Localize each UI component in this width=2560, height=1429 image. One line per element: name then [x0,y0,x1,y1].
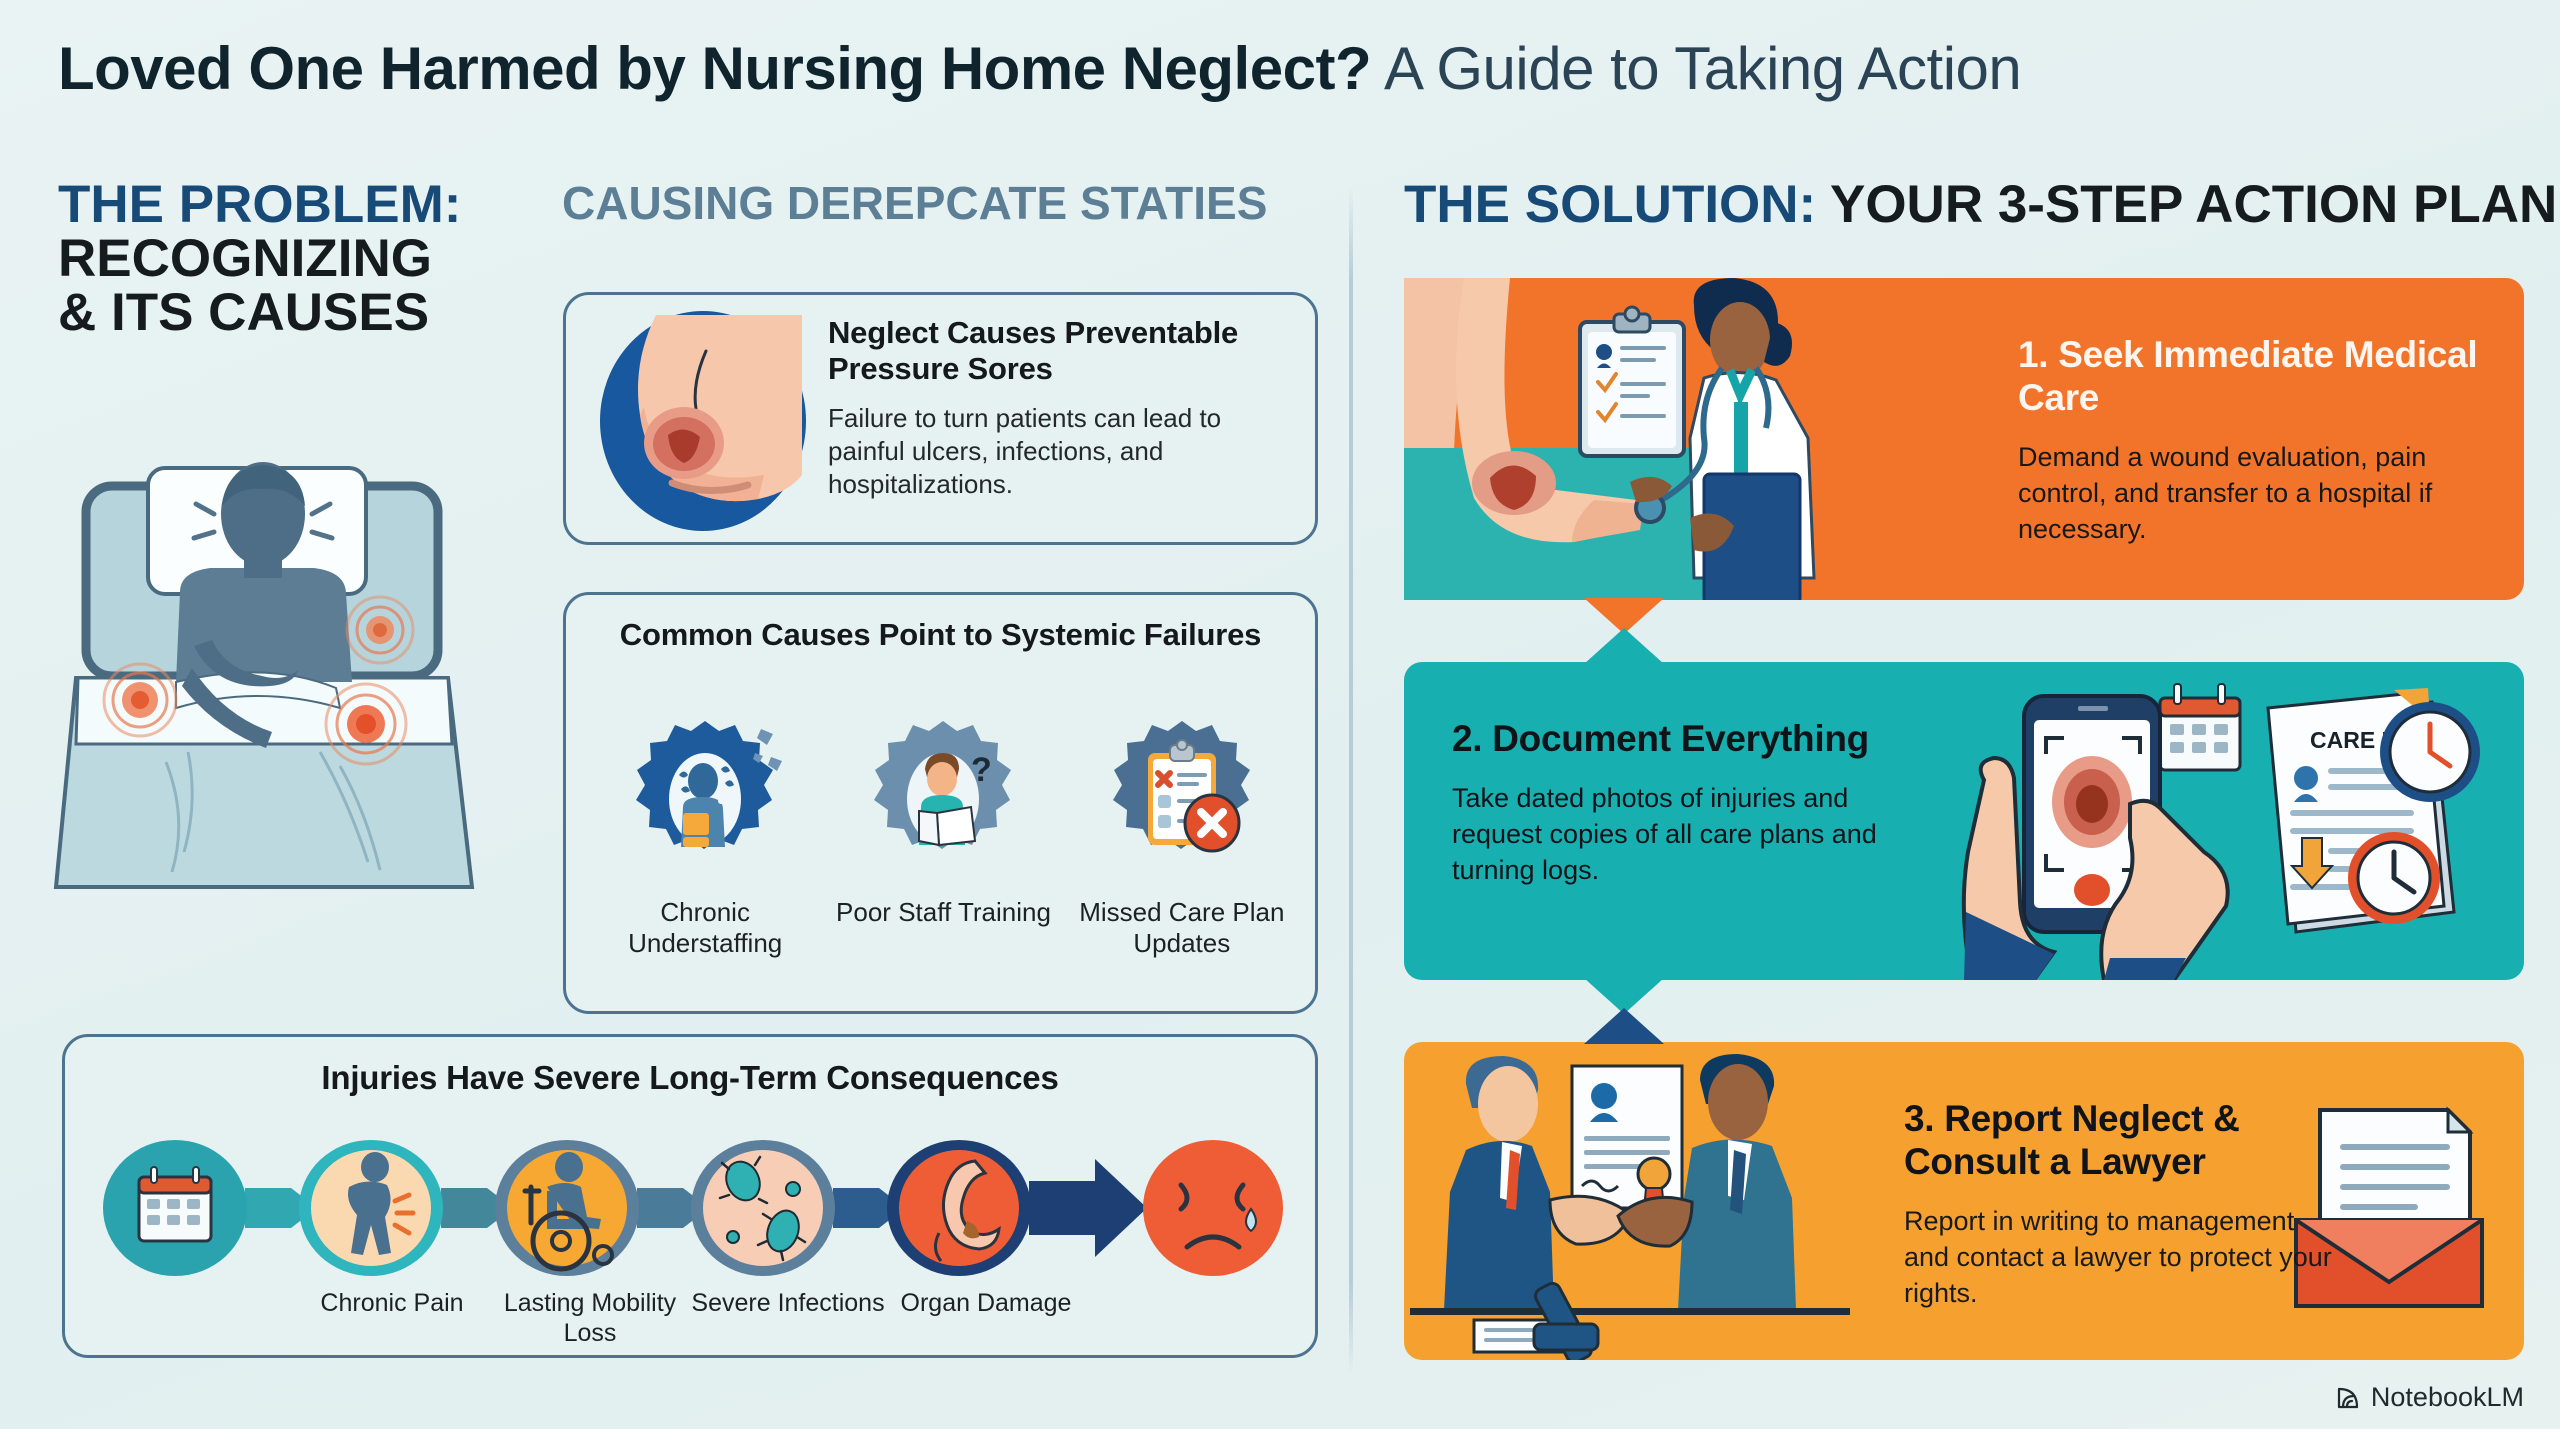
section-header-problem-line2: & ITS CAUSES [58,283,430,343]
section-header-problem-line1: RECOGNIZING [58,229,432,289]
watermark: NotebookLM [2334,1382,2524,1413]
hands-photographing-injury-illustration: CARE PLAN [1961,683,2480,980]
patient-in-hospital-bed-illustration [53,462,475,889]
step-2-text: 2. Document Everything Take dated photos… [1452,718,1892,889]
section-header-middle: CAUSING DEREPCATE STATIES [562,177,1268,229]
cause-item-training: ? Poor Staff Training [824,715,1062,958]
step-2-tail-top [1584,628,1664,664]
gear-overworked-nurse-icon [636,721,783,849]
watermark-label: NotebookLM [2370,1382,2524,1412]
consequence-label-0 [95,1289,293,1348]
page-title: Loved One Harmed by Nursing Home Neglect… [58,34,2022,103]
pain-point-right-shoulder [345,595,415,665]
card-pressure-sores-body: Failure to turn patients can lead to pai… [828,402,1222,499]
cause-item-care-plan-label: Missed Care Plan Updates [1079,897,1285,958]
step-card-3: 3. Report Neglect & Consult a Lawyer Rep… [1404,1008,2524,1360]
notebooklm-logo-icon [2337,1387,2359,1408]
step-3-text: 3. Report Neglect & Consult a Lawyer Rep… [1904,1098,2334,1312]
gear-confused-trainee-icon: ? [874,721,1012,849]
cause-icon-row: Chronic Understaffing ? Poor Staff Train… [586,715,1301,958]
pain-point-right-hip [324,682,408,766]
step-3-tail [1584,1008,1664,1044]
step-1-heading: 1. Seek Immediate Medical Care [2018,334,2478,418]
section-header-solution-main: YOUR 3-STEP ACTION PLAN [1829,175,2558,234]
doctor-examining-foot-wound-illustration [1404,278,1816,600]
page-title-bold: Loved One Harmed by Nursing Home Neglect… [58,35,1372,102]
cause-item-understaffing: Chronic Understaffing [586,715,824,958]
step-2-body: Take dated photos of injuries and reques… [1452,782,1877,885]
column-divider [1349,186,1353,1376]
step-card-2: CARE PLAN [1404,628,2524,1014]
pressure-sore-heel-illustration [600,311,806,531]
step-3-heading: 3. Report Neglect & Consult a Lawyer [1904,1098,2240,1182]
letter-envelope-icon [2294,1106,2484,1308]
consequences-chain [103,1140,1283,1276]
cause-item-care-plan: Missed Care Plan Updates [1063,715,1301,958]
card-consequences-heading: Injuries Have Severe Long-Term Consequen… [321,1059,1059,1096]
step-1-text: 1. Seek Immediate Medical Care Demand a … [2018,334,2478,548]
gear-clipboard-x-icon [1112,721,1250,853]
card-pressure-sores-heading: Neglect Causes Preventable Pressure Sore… [828,315,1239,387]
section-header-problem: THE PROBLEM: RECOGNIZING & ITS CAUSES [58,175,462,343]
cause-item-understaffing-label: Chronic Understaffing [628,897,783,958]
pain-point-left [102,662,178,738]
section-header-problem-eyebrow: THE PROBLEM: [58,175,462,234]
svg-text:?: ? [971,751,992,789]
consequence-label-organ-damage: Organ Damage [900,1289,1072,1317]
consequences-labels: Chronic Pain Lasting Mobility Loss Sever… [95,1289,1285,1348]
card-consequences: Injuries Have Severe Long-Term Consequen… [62,1034,1318,1358]
section-header-solution-eyebrow: THE SOLUTION: [1404,175,1830,234]
step-3-body: Report in writing to management and cont… [1904,1205,2332,1308]
step-card-1: 1. Seek Immediate Medical Care Demand a … [1404,278,2524,634]
step-2-heading: 2. Document Everything [1452,718,1869,759]
section-header-solution: THE SOLUTION: YOUR 3-STEP ACTION PLAN [1404,175,2558,234]
card-common-causes-heading: Common Causes Point to Systemic Failures [619,617,1262,652]
handshake-lawyer-gavel-illustration [1410,1054,1850,1360]
consequence-label-infections: Severe Infections [691,1289,885,1317]
card-pressure-sores: Neglect Causes Preventable Pressure Sore… [563,292,1318,545]
cause-item-training-label: Poor Staff Training [836,897,1051,927]
page-title-light: A Guide to Taking Action [1371,35,2022,102]
consequence-label-chronic-pain: Chronic Pain [320,1289,464,1317]
consequence-label-5 [1085,1289,1283,1348]
card-common-causes: Common Causes Point to Systemic Failures [563,592,1318,1014]
step-1-body: Demand a wound evaluation, pain control,… [2018,441,2433,544]
consequence-label-mobility-loss: Lasting Mobility Loss [503,1289,677,1347]
